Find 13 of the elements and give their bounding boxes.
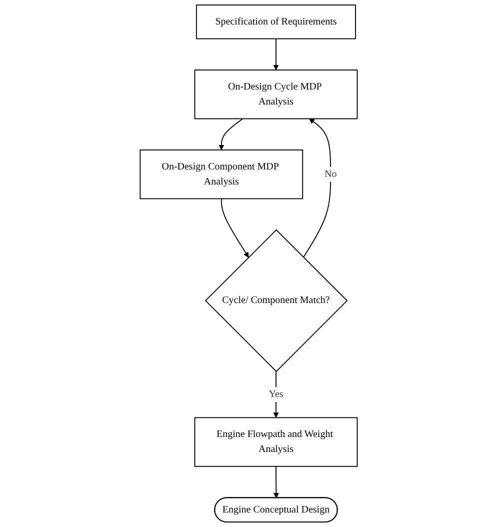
- arrow: [221, 198, 250, 258]
- arrow: [303, 118, 332, 258]
- node-box: Specification of Requirements: [196, 4, 356, 40]
- arrow: [218, 118, 244, 150]
- edge-label: No: [324, 168, 338, 180]
- edge-label: Yes: [269, 388, 284, 400]
- node-box: On-Design Cycle MDP Analysis: [194, 70, 358, 120]
- node-box: Engine Flowpath and Weight Analysis: [194, 417, 358, 467]
- node-box: On-Design Component MDP Analysis: [140, 150, 304, 200]
- node-diamond: Cycle/ Component Match?: [205, 229, 348, 372]
- arrow: [274, 370, 280, 418]
- arrow: [274, 466, 280, 498]
- arrow: [274, 38, 280, 70]
